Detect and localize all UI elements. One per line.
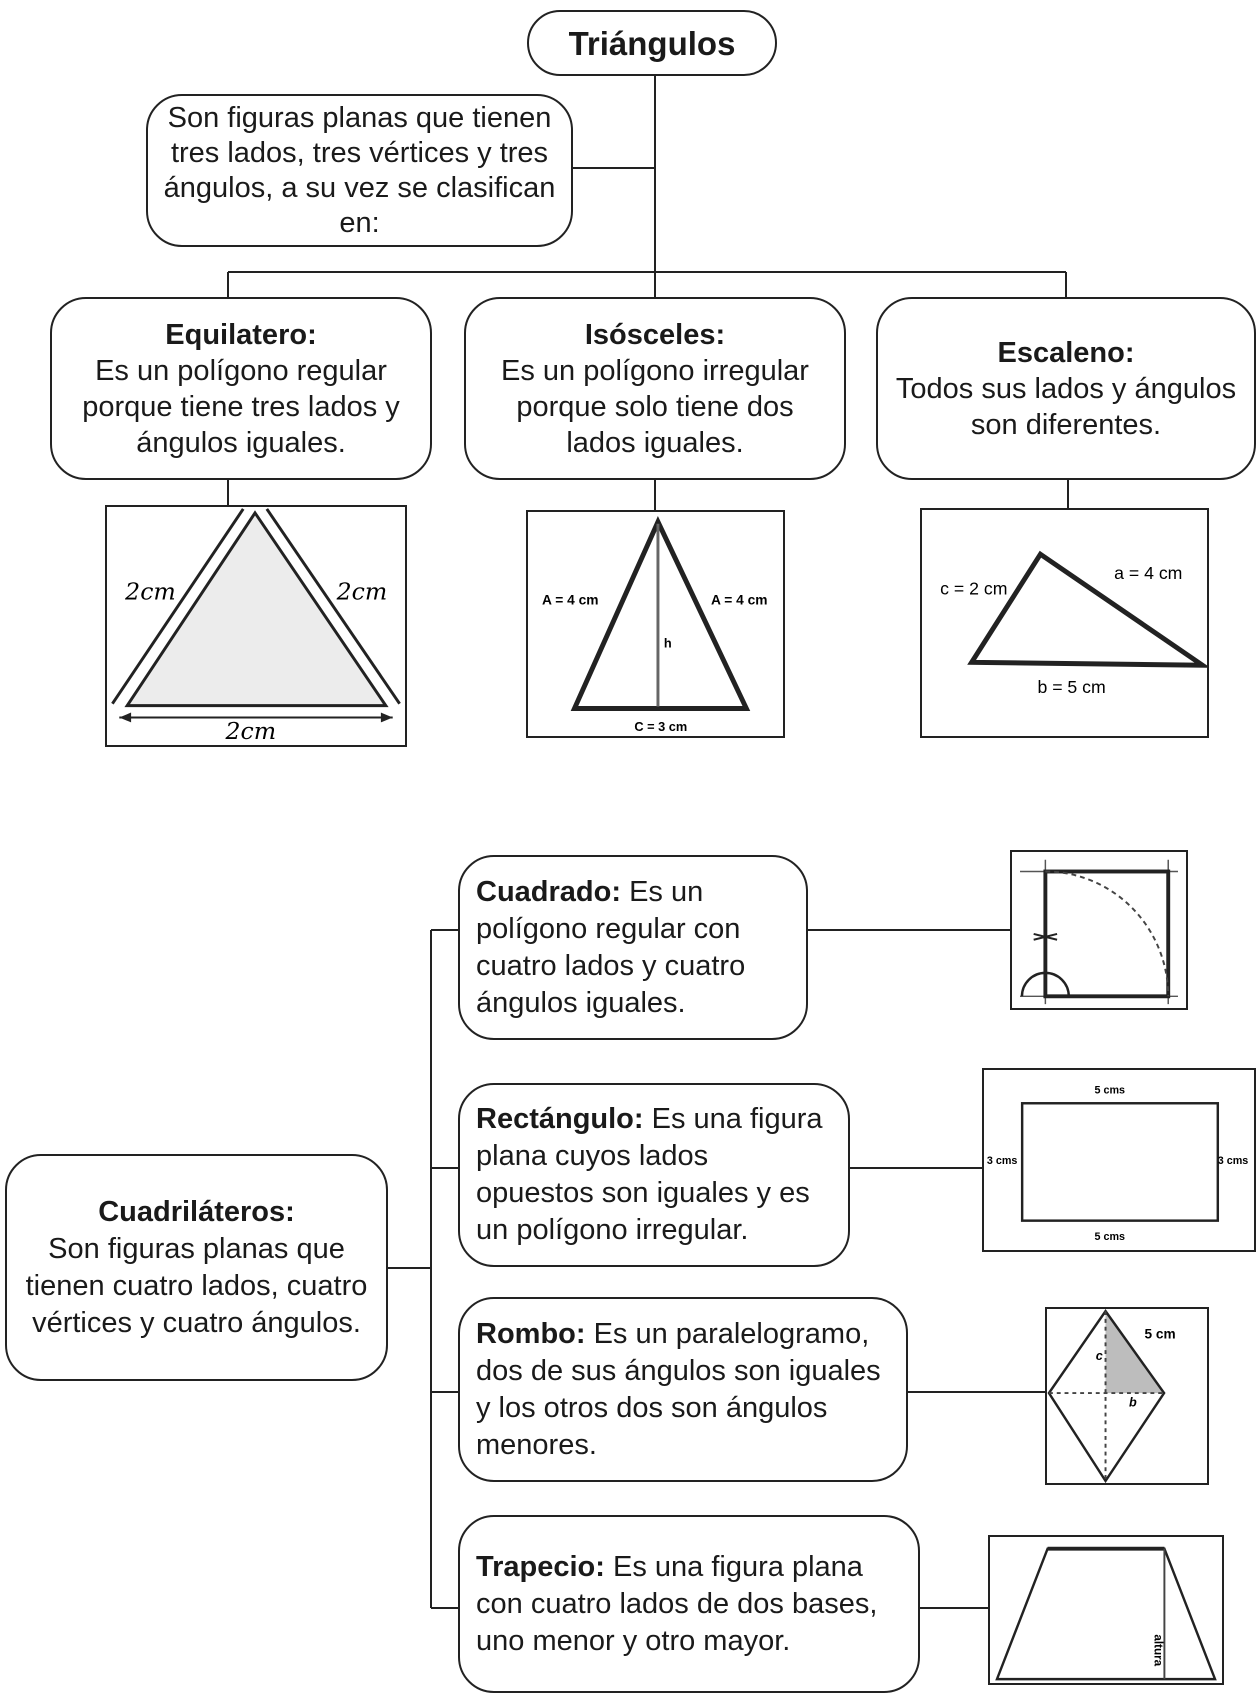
- equilateral-label-right: 2cm: [336, 577, 388, 605]
- rhombus-label-c: c: [1096, 1349, 1103, 1363]
- trapezoid-figure: altura: [988, 1535, 1224, 1685]
- isosceles-name: Isósceles:: [584, 318, 726, 351]
- rectangle-figure: 5 cms 3 cms 3 cms 5 cms: [982, 1068, 1256, 1252]
- quadrilaterals-name: Cuadriláteros:: [98, 1195, 295, 1228]
- square-desc: Es un polígono regular con cuatro lados …: [476, 875, 746, 1019]
- scalene-desc: Todos sus lados y ángulos son diferentes…: [895, 372, 1237, 441]
- trapezoid-desc: Es una figura plana con cuatro lados de …: [476, 1550, 878, 1657]
- scalene-label-b: b = 5 cm: [1037, 677, 1105, 697]
- scalene-name: Escaleno:: [997, 336, 1135, 369]
- rectangle-label-right: 3 cms: [1218, 1155, 1249, 1167]
- rectangle-label-left: 3 cms: [987, 1155, 1018, 1167]
- equilateral-desc: Es un polígono regular porque tiene tres…: [82, 354, 400, 459]
- equilateral-label-bottom: 2cm: [225, 717, 277, 745]
- equilateral-node: Equilatero:Es un polígono regular porque…: [50, 297, 432, 480]
- square-node: Cuadrado: Es un polígono regular con cua…: [458, 855, 808, 1040]
- rectangle-desc: Es una figura plana cuyos lados opuestos…: [476, 1103, 823, 1246]
- rectangle-name: Rectángulo:: [476, 1103, 644, 1135]
- quadrilaterals-node: Cuadriláteros: Son figuras planas que tie…: [5, 1154, 388, 1381]
- trapezoid-name: Trapecio:: [476, 1550, 605, 1583]
- isosceles-node: Isósceles:Es un polígono irregular porqu…: [464, 297, 846, 480]
- isosceles-label-height: h: [664, 636, 672, 651]
- rectangle-label-top: 5 cms: [1095, 1084, 1126, 1096]
- square-figure: [1010, 850, 1188, 1010]
- equilateral-name: Equilatero:: [165, 318, 317, 351]
- rhombus-label-side: 5 cm: [1145, 1326, 1176, 1341]
- equilateral-label-left: 2cm: [124, 577, 176, 605]
- rhombus-name: Rombo:: [476, 1317, 586, 1350]
- triangles-title: Triángulos: [568, 24, 736, 62]
- rectangle-node: Rectángulo: Es una figura plana cuyos la…: [458, 1083, 850, 1267]
- triangles-root-node: Triángulos: [527, 10, 777, 76]
- isosceles-figure: A = 4 cm A = 4 cm h C = 3 cm: [526, 510, 785, 738]
- triangles-intro-text: Son figuras planas que tienen tres lados…: [163, 101, 556, 239]
- trapezoid-node: Trapecio: Es una figura plana con cuatro…: [458, 1515, 920, 1693]
- quadrilaterals-desc: Son figuras planas que tienen cuatro lad…: [25, 1232, 368, 1339]
- trapezoid-label-height: altura: [1152, 1634, 1165, 1666]
- rhombus-label-b: b: [1129, 1396, 1137, 1410]
- rhombus-node: Rombo: Es un paralelogramo, dos de sus á…: [458, 1297, 908, 1482]
- isosceles-label-left: A = 4 cm: [542, 592, 598, 607]
- square-name: Cuadrado:: [476, 875, 621, 908]
- rhombus-figure: 5 cm c b: [1045, 1307, 1209, 1485]
- scalene-node: Escaleno:Todos sus lados y ángulos son d…: [876, 297, 1256, 480]
- scalene-label-a: a = 4 cm: [1114, 563, 1182, 583]
- rectangle-label-bottom: 5 cms: [1095, 1231, 1126, 1243]
- rhombus-desc: Es un paralelogramo, dos de sus ángulos …: [476, 1317, 881, 1461]
- equilateral-figure: 2cm 2cm 2cm: [105, 505, 407, 747]
- isosceles-label-base: C = 3 cm: [634, 719, 687, 734]
- scalene-figure: c = 2 cm a = 4 cm b = 5 cm: [920, 508, 1209, 738]
- triangles-intro-node: Son figuras planas que tienen tres lados…: [146, 94, 573, 247]
- isosceles-desc: Es un polígono irregular porque solo tie…: [501, 354, 809, 459]
- scalene-label-c: c = 2 cm: [940, 579, 1007, 599]
- isosceles-label-right: A = 4 cm: [711, 592, 767, 607]
